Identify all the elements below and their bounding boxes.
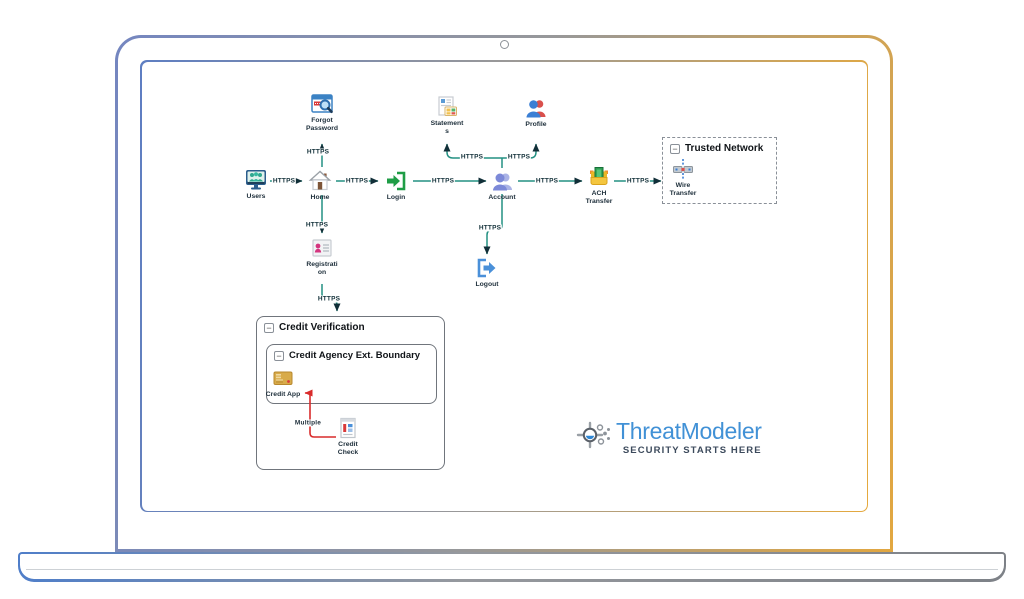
collapse-icon[interactable]: −: [264, 322, 274, 333]
node-label: Forgot Password: [305, 117, 339, 133]
flow-label-https[interactable]: HTTPS: [316, 295, 342, 303]
node-registration[interactable]: Registrati on: [294, 236, 350, 278]
node-logout[interactable]: Logout: [459, 256, 515, 289]
boundary-title: Credit Agency Ext. Boundary: [289, 350, 421, 361]
wire-transfer-icon: [671, 157, 695, 181]
flow-label-https[interactable]: HTTPS: [305, 148, 331, 156]
forgot-password-icon: [310, 92, 334, 116]
node-ach-transfer[interactable]: ACH Transfer: [571, 165, 627, 207]
node-statements[interactable]: Statement s: [419, 95, 475, 137]
flow-label-multiple[interactable]: Multiple: [293, 419, 323, 427]
logout-icon: [475, 256, 499, 280]
node-home[interactable]: Home: [292, 169, 348, 202]
account-icon: [490, 169, 514, 193]
node-users[interactable]: Users: [228, 168, 284, 201]
node-label: Account: [488, 194, 516, 201]
credit-check-icon: [336, 416, 360, 440]
boundary-credit-agency[interactable]: − Credit Agency Ext. Boundary: [266, 344, 437, 404]
boundary-title: Credit Verification: [279, 322, 365, 333]
node-label: Wire Transfer: [669, 182, 697, 198]
node-label: ACH Transfer: [585, 190, 613, 206]
node-label: Credit Check: [337, 441, 359, 457]
node-credit-check[interactable]: Credit Check: [320, 416, 376, 458]
users-icon: [244, 168, 268, 192]
camera-dot-icon: [500, 40, 509, 49]
node-label: Profile: [525, 121, 547, 128]
node-label: Logout: [475, 281, 499, 288]
threatmodeler-logo: ThreatModeler SECURITY STARTS HERE: [574, 419, 762, 457]
node-profile[interactable]: Profile: [508, 96, 564, 129]
statements-icon: [435, 95, 459, 119]
flow-label-https[interactable]: HTTPS: [271, 177, 297, 185]
credit-app-icon: [271, 366, 295, 390]
login-icon: [384, 169, 408, 193]
flow-label-https[interactable]: HTTPS: [304, 221, 330, 229]
collapse-icon[interactable]: −: [670, 143, 680, 154]
collapse-icon[interactable]: −: [274, 350, 284, 361]
node-label: Statement s: [430, 120, 464, 136]
flow-label-https[interactable]: HTTPS: [534, 177, 560, 185]
home-icon: [308, 169, 332, 193]
node-forgot-password[interactable]: Forgot Password: [294, 92, 350, 134]
ach-transfer-icon: [587, 165, 611, 189]
flow-label-https[interactable]: HTTPS: [625, 177, 651, 185]
brand-name: ThreatModeler: [616, 418, 762, 444]
node-label: Login: [386, 194, 406, 201]
threatmodeler-crosshair-icon: [574, 419, 612, 457]
node-label: Users: [246, 193, 266, 200]
node-label: Credit App: [265, 391, 301, 398]
node-label: Registrati on: [306, 261, 338, 277]
flow-label-https[interactable]: HTTPS: [430, 177, 456, 185]
boundary-title: Trusted Network: [685, 143, 764, 154]
node-credit-app[interactable]: Credit App: [255, 366, 311, 399]
flow-label-https[interactable]: HTTPS: [477, 224, 503, 232]
base-divider: [26, 569, 998, 570]
registration-icon: [310, 236, 334, 260]
profile-icon: [524, 96, 548, 120]
node-login[interactable]: Login: [368, 169, 424, 202]
node-account[interactable]: Account: [474, 169, 530, 202]
laptop-base: [18, 552, 1006, 582]
flow-label-https[interactable]: HTTPS: [344, 177, 370, 185]
flow-label-https[interactable]: HTTPS: [459, 153, 485, 161]
node-label: Home: [310, 194, 330, 201]
brand-tagline: SECURITY STARTS HERE: [622, 445, 762, 456]
node-wire-transfer[interactable]: Wire Transfer: [655, 157, 711, 199]
flow-label-https[interactable]: HTTPS: [506, 153, 532, 161]
